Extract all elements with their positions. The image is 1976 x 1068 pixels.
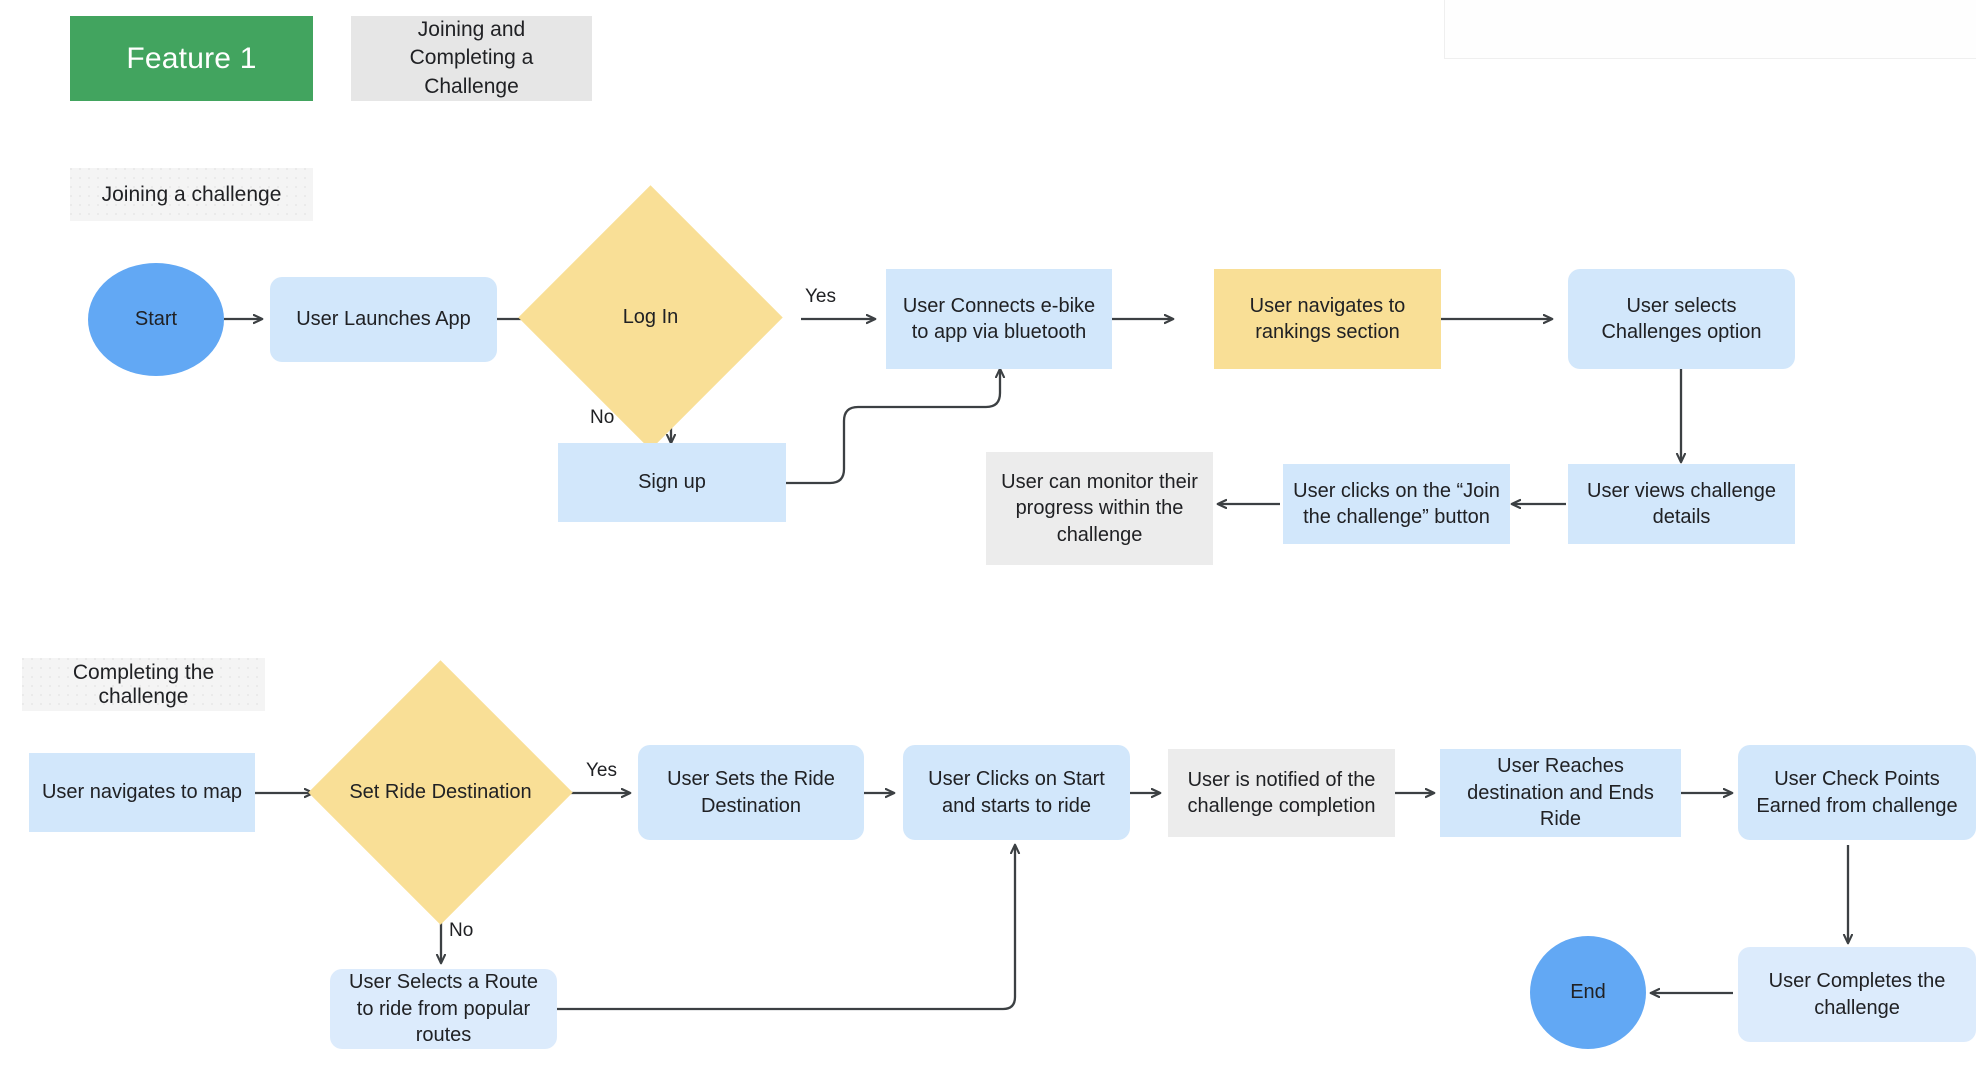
edge-label-destination-no-text: No [449, 920, 474, 941]
node-reaches-destination[interactable]: User Reaches destination and Ends Ride [1440, 749, 1681, 837]
node-navigates-rankings-label: User navigates to rankings section [1249, 294, 1406, 343]
node-selects-challenges-label: User selects Challenges option [1601, 294, 1762, 343]
node-sets-ride-destination-label: User Sets the Ride Destination [667, 768, 835, 817]
edge-label-destination-yes-text: Yes [586, 760, 617, 781]
node-navigates-to-map-label: User navigates to map [41, 781, 243, 804]
node-views-challenge-details[interactable]: User views challenge details [1568, 464, 1795, 544]
node-clicks-start[interactable]: User Clicks on Start and starts to ride [903, 745, 1130, 840]
node-check-points-label: User Check Points Earned from challenge [1756, 768, 1958, 817]
edge-signup-to-connects [786, 369, 1000, 485]
node-completes-challenge[interactable]: User Completes the challenge [1738, 947, 1976, 1042]
node-selects-route-label: User Selects a Route to ride from popula… [349, 971, 538, 1047]
edge-label-login-no-text: No [590, 407, 615, 428]
node-selects-challenges[interactable]: User selects Challenges option [1568, 269, 1795, 369]
node-end-label: End [1570, 981, 1606, 1004]
feature-title-text: Feature 1 [126, 41, 257, 75]
node-sign-up-label: Sign up [638, 471, 706, 494]
node-log-in[interactable]: Log In [518, 185, 783, 450]
node-clicks-join-button-label: User clicks on the “Join the challenge” … [1293, 479, 1500, 528]
section-label-joining-text: Joining a challenge [101, 182, 282, 206]
node-set-ride-destination-label: Set Ride Destination [349, 781, 532, 804]
node-user-launches-app[interactable]: User Launches App [270, 277, 497, 362]
node-end[interactable]: End [1530, 936, 1646, 1049]
node-selects-route[interactable]: User Selects a Route to ride from popula… [330, 969, 557, 1049]
edge-label-destination-no: No [449, 920, 473, 942]
section-label-joining: Joining a challenge [70, 168, 313, 221]
node-monitor-progress-label: User can monitor their progress within t… [1001, 470, 1198, 546]
node-sign-up[interactable]: Sign up [558, 443, 786, 522]
node-navigates-rankings[interactable]: User navigates to rankings section [1214, 269, 1441, 369]
section-label-completing-text: Completing the challenge [72, 660, 215, 708]
edge-label-login-yes: Yes [805, 286, 836, 308]
node-navigates-to-map[interactable]: User navigates to map [29, 753, 255, 832]
edge-selects-route-to-clicks-start [557, 845, 1015, 1011]
node-connects-ebike[interactable]: User Connects e-bike to app via bluetoot… [886, 269, 1112, 369]
node-start-label: Start [134, 308, 178, 331]
node-completes-challenge-label: User Completes the challenge [1768, 970, 1946, 1019]
node-views-challenge-details-label: User views challenge details [1587, 479, 1776, 528]
node-connects-ebike-label: User Connects e-bike to app via bluetoot… [902, 294, 1096, 343]
node-check-points[interactable]: User Check Points Earned from challenge [1738, 745, 1976, 840]
edge-label-login-no: No [590, 407, 614, 429]
subtitle-chip-text: Joining and Completing a Challenge [409, 17, 534, 98]
node-set-ride-destination[interactable]: Set Ride Destination [308, 660, 573, 925]
section-label-completing: Completing the challenge [22, 658, 265, 711]
node-clicks-join-button[interactable]: User clicks on the “Join the challenge” … [1283, 464, 1510, 544]
node-log-in-label: Log In [622, 306, 679, 329]
node-user-launches-app-label: User Launches App [296, 308, 471, 331]
node-reaches-destination-label: User Reaches destination and Ends Ride [1467, 755, 1654, 831]
node-sets-ride-destination[interactable]: User Sets the Ride Destination [638, 745, 864, 840]
feature-title-chip: Feature 1 [70, 16, 313, 101]
node-monitor-progress[interactable]: User can monitor their progress within t… [986, 452, 1213, 565]
node-clicks-start-label: User Clicks on Start and starts to ride [928, 768, 1105, 817]
top-right-panel [1444, 0, 1976, 59]
subtitle-chip: Joining and Completing a Challenge [351, 16, 592, 101]
edge-label-login-yes-text: Yes [805, 286, 836, 307]
node-notified-completion-label: User is notified of the challenge comple… [1187, 768, 1376, 817]
node-start[interactable]: Start [88, 263, 224, 376]
edge-label-destination-yes: Yes [586, 760, 617, 782]
node-notified-completion[interactable]: User is notified of the challenge comple… [1168, 749, 1395, 837]
